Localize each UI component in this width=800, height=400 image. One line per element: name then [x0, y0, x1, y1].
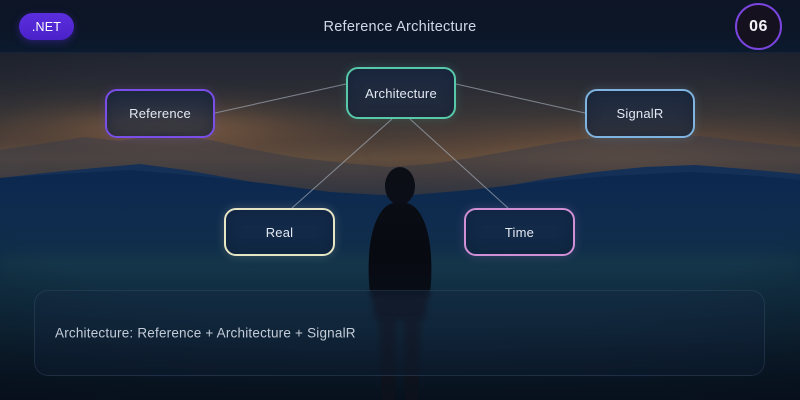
page-title: Reference Architecture — [323, 19, 477, 35]
edge-architecture-time — [409, 118, 509, 209]
edge-architecture-reference — [214, 83, 347, 114]
edge-architecture-real — [291, 118, 393, 209]
diagram-node-real-label: Real — [265, 224, 294, 240]
caption-panel: Architecture: Reference + Architecture +… — [34, 290, 765, 376]
diagram-node-reference[interactable]: Reference — [105, 89, 215, 138]
diagram-node-reference-label: Reference — [129, 106, 191, 121]
diagram-node-time[interactable]: Time — [464, 208, 575, 256]
slide-header: .NET Reference Architecture 06 — [0, 0, 800, 53]
diagram-node-architecture[interactable]: Architecture — [346, 67, 456, 119]
diagram-node-time-label: Time — [504, 224, 535, 240]
diagram-node-architecture-label: Architecture — [365, 85, 437, 101]
diagram-node-signalr[interactable]: SignalR — [585, 89, 695, 138]
caption-text: Architecture: Reference + Architecture +… — [55, 325, 356, 341]
diagram-node-signalr-label: SignalR — [616, 106, 664, 121]
edge-architecture-signalr — [455, 83, 586, 114]
diagram-node-real[interactable]: Real — [224, 208, 335, 256]
slide-number-badge: 06 — [735, 3, 782, 50]
